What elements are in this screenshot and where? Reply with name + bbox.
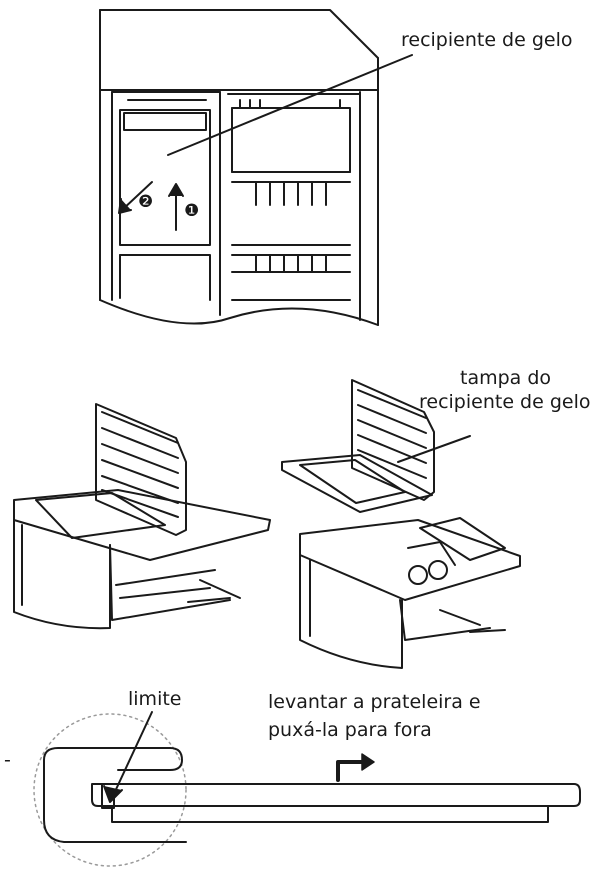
limit-arrow-head — [103, 785, 123, 803]
step-markers: ❷ ❶ — [138, 192, 199, 221]
shelf-limit-detail — [33, 713, 581, 867]
lid-label-line-2: recipiente de gelo — [419, 391, 591, 413]
step-1-marker: ❶ — [184, 201, 199, 221]
lift-pull-arrow-head — [361, 753, 375, 771]
freezer-cabinet — [99, 9, 379, 326]
limit-label: limite — [128, 688, 182, 710]
margin-dash: - — [4, 749, 11, 771]
step-2-marker: ❷ — [138, 192, 153, 212]
lift-pull-label-line-2: puxá-la para fora — [268, 719, 432, 741]
ice-bin-exploded — [281, 379, 521, 669]
ice-bin-assembled — [13, 403, 271, 630]
ice-bin-leader-line — [167, 54, 413, 156]
lid-label-line-1: tampa do — [460, 367, 552, 389]
ice-bin-label: recipiente de gelo — [401, 29, 573, 51]
lift-pull-arrow — [336, 760, 366, 782]
step-arrows — [118, 181, 184, 231]
lift-pull-label-line-1: levantar a prateleira e — [268, 691, 481, 713]
lid-leader-line — [397, 435, 471, 463]
limit-arrow — [111, 711, 153, 799]
